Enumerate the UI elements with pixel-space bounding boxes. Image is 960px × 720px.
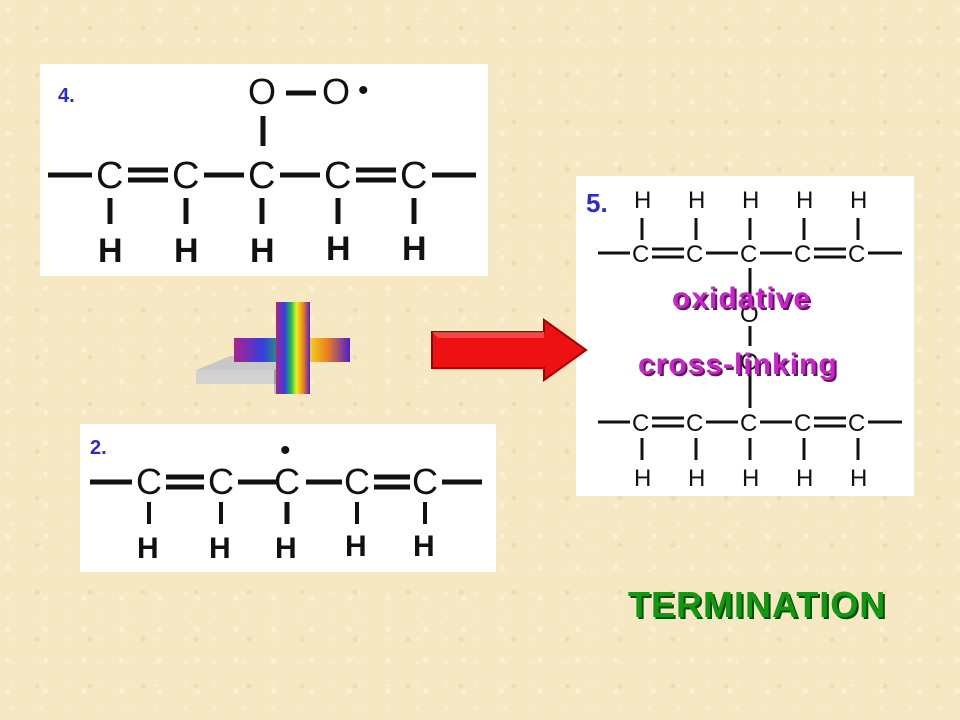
carbon-atom: C — [686, 241, 703, 268]
oxygen-atom: O — [322, 71, 350, 112]
molecule-4-panel: 4. O O • C C C C C H H H H H — [40, 64, 488, 276]
carbon-atom: C — [208, 461, 234, 502]
hydrogen-atom: H — [850, 187, 867, 214]
carbon-atom: C — [848, 241, 865, 268]
molecule-5-number: 5. — [586, 188, 608, 218]
carbon-atom: C — [344, 461, 370, 502]
hydrogen-atom: H — [796, 187, 813, 214]
hydrogen-atom: H — [250, 232, 275, 270]
carbon-atom: C — [96, 155, 123, 197]
radical-dot: • — [358, 74, 369, 107]
oxygen-atom: O — [248, 71, 276, 112]
hydrogen-atom: H — [634, 187, 651, 214]
carbon-atom: C — [172, 155, 199, 197]
carbon-atom: C — [740, 241, 757, 268]
hydrogen-atom: H — [850, 465, 867, 492]
carbon-atom: C — [274, 461, 300, 502]
oxidative-label: oxidative — [672, 282, 812, 315]
molecule-5-panel: 5. H H H H H C C C C C O O C — [576, 176, 914, 496]
hydrogen-atom: H — [796, 465, 813, 492]
hydrogen-atom: H — [688, 465, 705, 492]
molecule-2-panel: 2. • C C C C C H H H H H — [80, 424, 496, 572]
hydrogen-atom: H — [742, 465, 759, 492]
hydrogen-atom: H — [413, 530, 435, 563]
oxygen-atom: O — [740, 349, 759, 376]
hydrogen-atom: H — [98, 232, 123, 270]
hydrogen-atom: H — [174, 232, 199, 270]
molecule-2-number: 2. — [90, 437, 107, 459]
carbon-atom: C — [632, 241, 649, 268]
molecule-4-number: 4. — [58, 85, 75, 107]
carbon-atom: C — [740, 410, 757, 437]
carbon-atom: C — [632, 410, 649, 437]
carbon-atom: C — [794, 241, 811, 268]
carbon-atom: C — [248, 155, 275, 197]
red-right-arrow-icon — [431, 318, 588, 382]
hydrogen-atom: H — [137, 532, 159, 565]
hydrogen-atom: H — [345, 530, 367, 563]
cross-linking-label: cross-linking — [638, 348, 838, 381]
molecule-2-structure: 2. • C C C C C H H H H H — [90, 434, 482, 565]
carbon-atom: C — [324, 155, 351, 197]
oxygen-atom: O — [740, 301, 759, 328]
molecule-5-structure: 5. H H H H H C C C C C O O C — [586, 187, 902, 492]
carbon-atom: C — [136, 461, 162, 502]
carbon-atom: C — [794, 410, 811, 437]
hydrogen-atom: H — [326, 230, 351, 268]
termination-label: TERMINATION — [628, 584, 887, 625]
hydrogen-atom: H — [402, 230, 427, 268]
hydrogen-atom: H — [209, 532, 231, 565]
hydrogen-atom: H — [742, 187, 759, 214]
carbon-atom: C — [412, 461, 438, 502]
carbon-atom: C — [686, 410, 703, 437]
radical-dot: • — [280, 434, 291, 467]
carbon-atom: C — [400, 155, 427, 197]
molecule-4-structure: 4. O O • C C C C C H H H H H — [48, 71, 476, 270]
hydrogen-atom: H — [634, 465, 651, 492]
rainbow-plus-icon — [196, 302, 350, 394]
carbon-atom: C — [848, 410, 865, 437]
hydrogen-atom: H — [688, 187, 705, 214]
hydrogen-atom: H — [275, 532, 297, 565]
